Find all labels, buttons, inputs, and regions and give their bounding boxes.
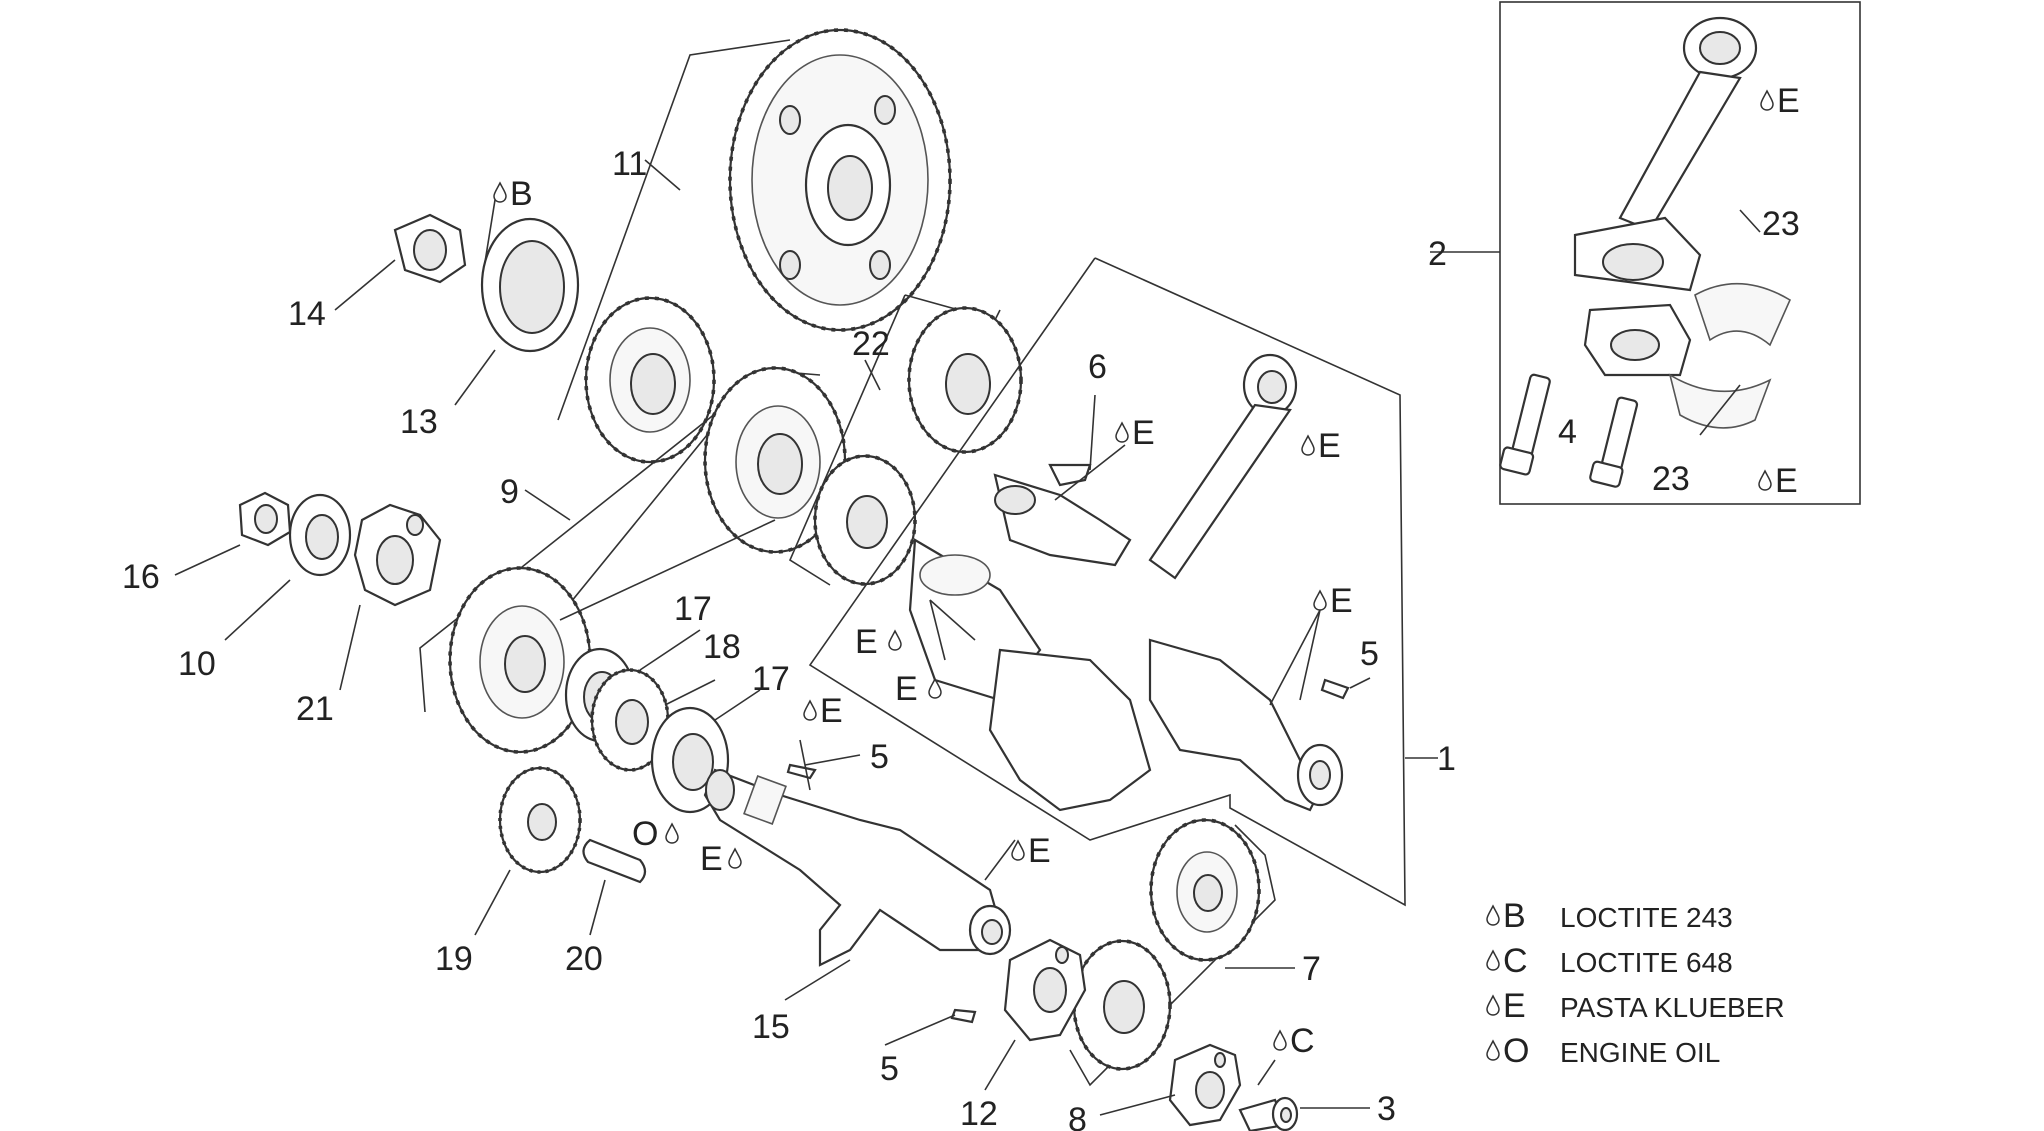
part-label-5c: 5 (880, 1050, 899, 1088)
legend-item-c: C LOCTITE 648 (1486, 942, 1733, 980)
legend-text-o: ENGINE OIL (1560, 1037, 1720, 1068)
part-label-20: 20 (565, 940, 603, 978)
legend-item-o: O ENGINE OIL (1486, 1032, 1720, 1070)
washer-13 (480, 217, 580, 353)
gear-7-upper (1149, 818, 1261, 962)
part-label-5a: 5 (1360, 635, 1379, 673)
part-label-17a: 17 (674, 590, 712, 628)
part-label-22: 22 (852, 325, 890, 363)
part-label-14: 14 (288, 295, 326, 333)
washer-10 (288, 493, 352, 577)
leader-lines (174, 159, 1371, 1116)
marker-e-crank-right: E (1330, 582, 1353, 620)
gear-7-lower (1072, 939, 1172, 1071)
marker-e-shaft-right: E (1028, 832, 1051, 870)
gear-18 (590, 668, 670, 772)
inset-frame (1499, 1, 1861, 505)
part-label-13: 13 (400, 403, 438, 441)
part-label-4: 4 (1558, 413, 1577, 451)
plate-21 (353, 503, 442, 607)
part-label-11: 11 (612, 145, 647, 183)
marker-e-conrod: E (1318, 427, 1341, 465)
legend-text-e: PASTA KLUEBER (1560, 992, 1785, 1023)
legend-item-e: E PASTA KLUEBER (1486, 987, 1785, 1025)
marker-e-inset-bottom: E (1775, 462, 1798, 500)
key-5-a (1320, 678, 1350, 700)
marker-e-crank-left-lower: E (895, 670, 918, 708)
legend-code-b: B (1503, 897, 1526, 935)
marker-e-key-6: E (1132, 414, 1155, 452)
marker-e-shaft-left: E (700, 840, 723, 878)
gear-22-upper (907, 306, 1023, 454)
marker-e-crank-left-upper: E (855, 623, 878, 661)
key-5-c (950, 1008, 977, 1024)
part-label-23a: 23 (1762, 205, 1800, 243)
legend-text-c: LOCTITE 648 (1560, 947, 1733, 978)
gear-22-lower (813, 454, 917, 586)
balance-shaft-15 (703, 768, 1012, 967)
pin-20 (582, 838, 647, 884)
marker-b: B (510, 175, 533, 213)
part-label-15: 15 (752, 1008, 790, 1046)
key-5-b (786, 763, 817, 780)
part-label-18: 18 (703, 628, 741, 666)
part-label-8: 8 (1068, 1101, 1087, 1131)
bearing-shell-lower (1668, 373, 1772, 429)
part-label-19: 19 (435, 940, 473, 978)
part-label-12: 12 (960, 1095, 998, 1131)
cam-gear-large (728, 28, 952, 332)
bearing-shell-upper (1694, 282, 1792, 347)
rod-bolt-left (1499, 373, 1551, 476)
plate-8 (1168, 1043, 1242, 1127)
legend-code-e: E (1503, 987, 1526, 1025)
rod-cap-part (1583, 303, 1692, 377)
crank-conrod-part (993, 353, 1298, 580)
part-label-7: 7 (1302, 950, 1321, 988)
group-frame-7 (1069, 824, 1276, 1087)
marker-e-shaft-top: E (820, 692, 843, 730)
gear-9-lower (448, 566, 592, 754)
legend-item-b: B LOCTITE 243 (1486, 897, 1733, 935)
group-frame-11 (557, 39, 791, 421)
timing-gear-upper (584, 296, 716, 464)
part-label-5b: 5 (870, 738, 889, 776)
part-label-21: 21 (296, 690, 334, 728)
bolt-3 (1238, 1096, 1299, 1131)
legend-code-c: C (1503, 942, 1528, 980)
marker-e-inset-top: E (1777, 82, 1800, 120)
compound-markers: B E E E E E E E E E E O C (493, 82, 1800, 1060)
key-6 (1048, 463, 1092, 487)
legend-text-b: LOCTITE 243 (1560, 902, 1733, 933)
crankshaft-part (908, 538, 1344, 812)
part-label-23b: 23 (1652, 460, 1690, 498)
rod-bolt-right (1589, 396, 1639, 488)
part-label-10: 10 (178, 645, 216, 683)
group-frame-1 (808, 257, 1406, 907)
conrod-inset (1430, 1, 1861, 505)
nut-16 (238, 491, 292, 547)
legend-code-o: O (1503, 1032, 1529, 1070)
part-label-2: 2 (1428, 235, 1447, 273)
legend: B LOCTITE 243 C LOCTITE 648 E PASTA KLUE… (1486, 897, 1785, 1070)
marker-c: C (1290, 1022, 1315, 1060)
part-label-17b: 17 (752, 660, 790, 698)
part-labels: 1 2 3 4 5 5 5 6 7 8 9 10 11 12 13 14 15 … (122, 145, 1800, 1131)
connecting-rod-part (1573, 16, 1758, 292)
part-label-3: 3 (1377, 1090, 1396, 1128)
marker-o: O (632, 815, 658, 853)
part-label-6: 6 (1088, 348, 1107, 386)
plate-12 (1003, 938, 1087, 1042)
gear-19 (498, 766, 582, 874)
part-label-1: 1 (1437, 740, 1456, 778)
nut-14 (393, 213, 467, 284)
part-label-16: 16 (122, 558, 160, 596)
part-label-9: 9 (500, 473, 519, 511)
